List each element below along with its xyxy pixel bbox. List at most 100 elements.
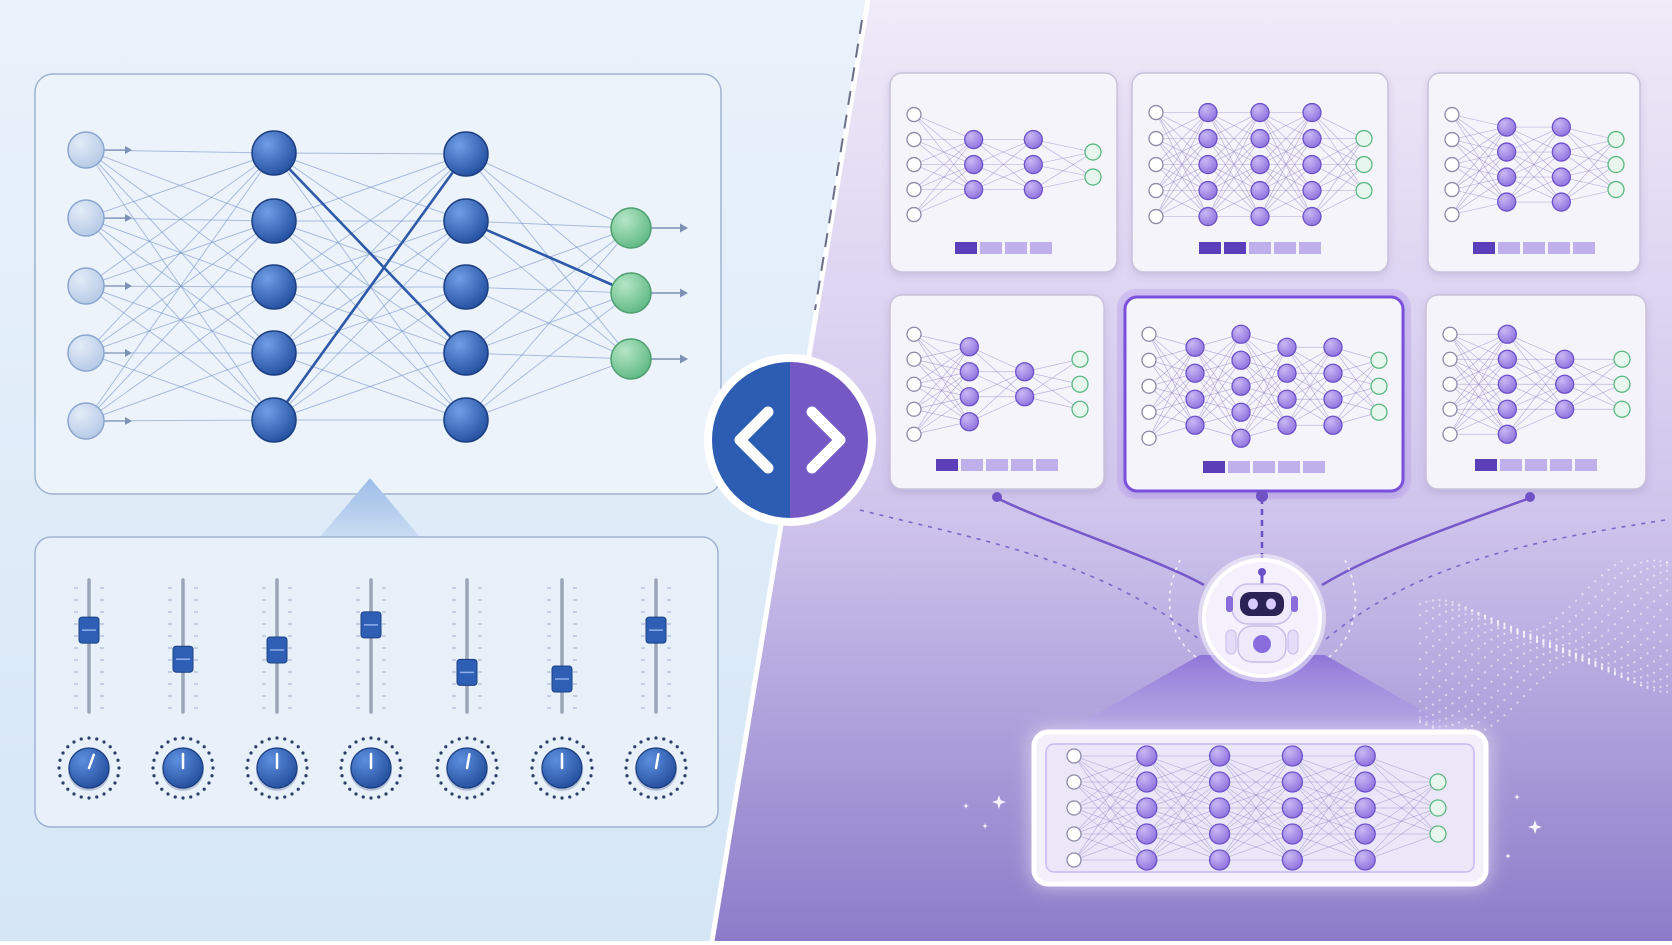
toggle-left-half[interactable] (712, 362, 790, 518)
knob-dot (267, 795, 271, 799)
knob[interactable] (151, 736, 215, 800)
neuron (1370, 403, 1388, 421)
wave-dot (1509, 631, 1513, 634)
wave-dot (1594, 639, 1597, 642)
knob-dot (275, 736, 279, 740)
wave-dot (1451, 723, 1454, 726)
connection (1207, 112, 1261, 139)
knob-dot (254, 787, 258, 791)
performance-bar-segment (1548, 242, 1570, 254)
connection (913, 114, 974, 140)
knob-dot (260, 792, 264, 796)
neuron (1281, 797, 1304, 819)
performance-bar-segment (1523, 242, 1545, 254)
wave-dot (1496, 719, 1500, 722)
wave-dot (1496, 645, 1500, 649)
wave-dot (1470, 618, 1474, 621)
wave-dot (1503, 714, 1506, 717)
wave-dot (1503, 641, 1506, 645)
wave-dot (1607, 667, 1610, 670)
wave-dot (1509, 649, 1513, 652)
knob[interactable] (339, 736, 403, 800)
knob[interactable] (245, 736, 309, 800)
wave-dot (1444, 620, 1448, 623)
knob-dot (560, 796, 564, 800)
knob-dot (384, 740, 388, 744)
wave-dot (1477, 677, 1480, 681)
robot-icon (1225, 568, 1299, 663)
knob[interactable] (57, 736, 121, 800)
neuron (1281, 823, 1304, 845)
wave-dot (1652, 660, 1656, 663)
neuron (1148, 182, 1164, 199)
connection (1155, 112, 1209, 191)
wave-dot (1652, 646, 1656, 649)
neuron (959, 337, 979, 357)
knob-dot (486, 745, 490, 749)
wave-dot (1613, 650, 1617, 653)
wave-dot (1542, 625, 1545, 628)
wave-dot (1659, 581, 1662, 584)
slider (262, 578, 292, 714)
candidate-model-card[interactable] (889, 72, 1118, 273)
wave-dot (1451, 656, 1454, 659)
candidate-model-card[interactable] (889, 294, 1105, 490)
knob-dot (202, 745, 206, 749)
neuron (1250, 102, 1270, 123)
wave-dot (1639, 683, 1643, 687)
wave-dot (1483, 617, 1487, 620)
arrow-head (125, 214, 132, 222)
connection (1146, 755, 1220, 809)
knob-dot (254, 745, 258, 749)
wave-dot (1594, 626, 1597, 629)
connection (1219, 833, 1293, 861)
knob-dot (399, 766, 403, 770)
wave-dot (1620, 666, 1623, 669)
knob-dot (639, 792, 643, 796)
wave-dot (1626, 671, 1630, 675)
connection (465, 227, 632, 354)
wave-dot (1626, 653, 1630, 656)
knob-dot (486, 787, 490, 791)
wave-dot (1516, 645, 1519, 648)
connection (1033, 151, 1094, 190)
candidate-model-card[interactable] (1117, 289, 1411, 499)
wave-dot (1522, 694, 1526, 698)
knob-dot (275, 796, 279, 800)
candidate-model-card[interactable] (1427, 72, 1641, 273)
hidden-neuron (443, 264, 489, 310)
wave-dot (1444, 663, 1448, 666)
connection (1332, 360, 1380, 426)
wave-dot (1626, 625, 1630, 629)
knob-dot (79, 737, 83, 741)
wave-dot (1659, 594, 1662, 597)
connection (1073, 755, 1148, 835)
chevron-left-icon (734, 406, 774, 474)
neuron (1281, 771, 1304, 793)
neuron (1442, 401, 1458, 417)
connection (1449, 333, 1508, 385)
neuron (1148, 156, 1164, 173)
neuron (1444, 131, 1460, 148)
neuron (1185, 389, 1205, 409)
knob[interactable] (624, 736, 688, 800)
candidate-model-card[interactable] (1425, 294, 1647, 490)
toggle-right-half[interactable] (790, 362, 868, 518)
connection (465, 358, 632, 421)
arrow-head (125, 417, 132, 425)
connection (1146, 755, 1220, 835)
connection (1148, 346, 1196, 387)
wave-dot (1522, 652, 1526, 655)
candidate-model-card[interactable] (1131, 72, 1389, 273)
wave-dot (1470, 653, 1474, 656)
knob[interactable] (435, 736, 499, 800)
wave-dot (1464, 690, 1467, 693)
knob[interactable] (530, 736, 594, 800)
neuron (1141, 352, 1157, 368)
knob-dot (390, 787, 394, 791)
neuron (1613, 350, 1631, 368)
code-toggle[interactable] (704, 354, 876, 526)
neuron (1066, 748, 1082, 764)
connection (1311, 138, 1365, 191)
wave-dot (1607, 662, 1610, 665)
